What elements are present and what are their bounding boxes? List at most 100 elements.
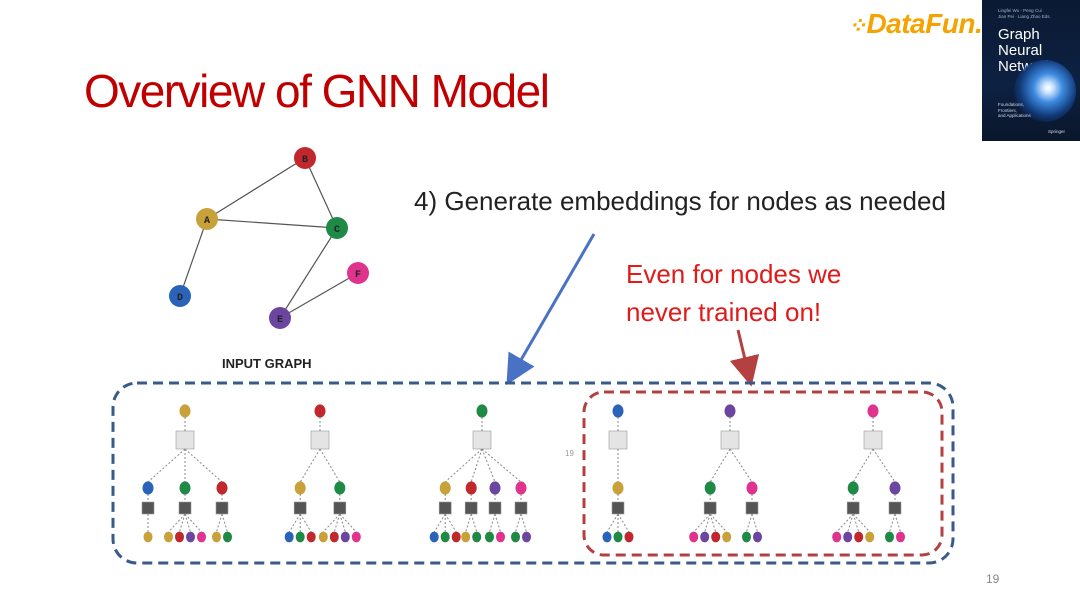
book-subtitle-line1: Foundations, [998, 102, 1025, 107]
tree-node [496, 531, 505, 543]
tree-edge [333, 513, 341, 533]
tree-node [489, 481, 501, 495]
tree-node [175, 531, 184, 543]
tree-aggregator-box [178, 501, 192, 515]
tree-node [896, 531, 905, 543]
tree-node [624, 531, 634, 543]
tree-aggregator-box [215, 501, 229, 515]
tree-edge [481, 448, 522, 483]
graph-node-d-label: D [177, 293, 183, 304]
tree-aggregator-box [846, 501, 860, 515]
tree-node [612, 404, 624, 418]
blue-arrow [506, 233, 596, 385]
note-text: Even for nodes we never trained on! [626, 255, 926, 331]
blue-dashed-frame [111, 381, 955, 565]
graph-node-c [326, 217, 348, 239]
tree-aggregator-box [863, 430, 883, 450]
tree-edge [704, 513, 711, 533]
tree-edge [339, 513, 346, 533]
tree-node [223, 531, 232, 543]
tree-edge [520, 513, 527, 533]
tree-aggregator-box [175, 430, 195, 450]
graph-node-a-label: A [204, 216, 210, 227]
tree-node [164, 531, 173, 543]
book-subtitle-line3: and Applications [998, 113, 1031, 118]
tree-edge [709, 513, 717, 533]
tree-node [613, 531, 623, 543]
tree-node [212, 531, 221, 543]
tree-edge [444, 448, 483, 483]
edge-a-c [206, 218, 338, 229]
graph-node-a [196, 208, 218, 230]
note-line1: Even for nodes we [626, 259, 842, 289]
note-line2: never trained on! [626, 297, 822, 327]
tree-node [216, 481, 228, 495]
tree-node [889, 481, 901, 495]
tree-edge [444, 513, 457, 533]
tree-edge [288, 513, 301, 533]
tree-edge [889, 513, 896, 533]
tree-node [143, 531, 153, 543]
input-graph-nodes: B A C F D E [169, 147, 369, 329]
red-dashed-frame [582, 390, 944, 557]
tree-node [439, 481, 451, 495]
tree-aggregator-box [310, 430, 330, 450]
tree-aggregator-box [333, 501, 347, 515]
tree-aggregator-box [703, 501, 717, 515]
edge-b-c [304, 157, 338, 229]
graph-node-b-label: B [302, 155, 308, 166]
tree-edge [319, 448, 341, 483]
tree-aggregator-box [514, 501, 528, 515]
tree-aggregator-box [438, 501, 452, 515]
tree-node [476, 404, 488, 418]
tree-node [602, 531, 612, 543]
tree-node [451, 531, 461, 543]
tree-node [179, 481, 191, 495]
tree-node [832, 531, 842, 543]
tree-node [294, 481, 306, 495]
tree-edge [184, 448, 223, 483]
tree-aggregator-box [293, 501, 307, 515]
tree-edge [693, 513, 711, 533]
tree-edge [746, 513, 753, 533]
tree-edge [168, 513, 186, 533]
edge-f-e [279, 272, 359, 319]
tree-aggregator-box [472, 430, 492, 450]
tree-edge [339, 513, 357, 533]
tree-edge [299, 448, 321, 483]
tree-node [522, 531, 531, 543]
tree-node [179, 404, 191, 418]
book-title-line1: Graph Neural [998, 26, 1043, 59]
tree-aggregator-box [611, 501, 625, 515]
tree-edge [481, 448, 496, 483]
tree-node [142, 481, 154, 495]
page-number: 19 [986, 572, 1000, 586]
tree-edge [494, 513, 501, 533]
tree-node [440, 531, 450, 543]
tree-edge [751, 513, 758, 533]
graph-node-f [347, 262, 369, 284]
inner-number-label: 19 [565, 449, 574, 458]
tree-aggregator-box [720, 430, 740, 450]
tree-edge [465, 513, 472, 533]
tree-node [689, 531, 699, 543]
tree-edge [470, 513, 478, 533]
input-graph-edges [179, 157, 359, 319]
tree-node [295, 531, 305, 543]
tree-node [197, 531, 206, 543]
tree-edge [184, 513, 191, 533]
graph-node-c-label: C [334, 225, 340, 236]
tree-edge [709, 448, 731, 483]
tree-node [515, 481, 527, 495]
slide-title: Overview of GNN Model [84, 65, 550, 117]
tree-node [429, 531, 439, 543]
tree-aggregator-box [488, 501, 502, 515]
tree-node [722, 531, 732, 543]
tree-node [329, 531, 339, 543]
graph-node-e [269, 307, 291, 329]
tree-node [704, 481, 716, 495]
tree-edge [489, 513, 496, 533]
tree-edge [433, 513, 446, 533]
tree-aggregator-box [745, 501, 759, 515]
tree-node [885, 531, 894, 543]
